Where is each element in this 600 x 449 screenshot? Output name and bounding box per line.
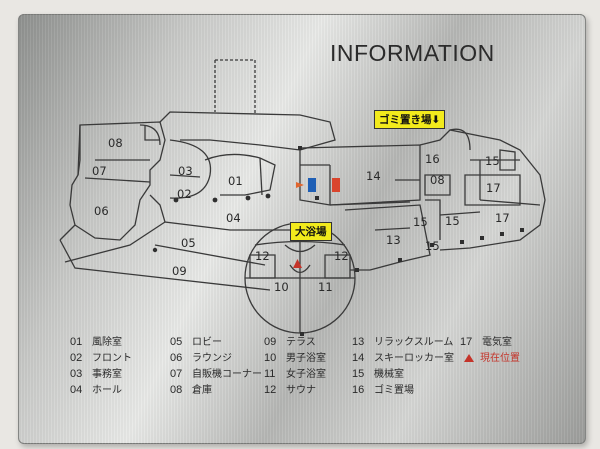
legend-name: 自販機コーナー <box>192 369 262 380</box>
male-restroom-icon <box>308 178 316 192</box>
room-label-07: 07 <box>92 164 107 178</box>
sign-title: INFORMATION <box>330 40 495 66</box>
legend-number: 07 <box>170 368 183 380</box>
legend-number: 05 <box>170 336 183 348</box>
legend-number: 13 <box>352 336 365 348</box>
legend-number: 12 <box>264 384 277 396</box>
room-label-08b: 08 <box>430 173 445 187</box>
legend-number: 17 <box>460 336 473 348</box>
legend-name: 現在位置 <box>480 353 520 364</box>
room-label-16: 16 <box>425 152 440 166</box>
room-label-06: 06 <box>94 204 109 218</box>
legend-item: 11 女子浴室 <box>264 365 326 380</box>
room-label-08a: 08 <box>108 136 123 150</box>
current-location-legend-icon <box>464 354 474 362</box>
legend-name: リラックスルーム <box>374 337 454 348</box>
legend-item: 15 機械室 <box>352 365 404 380</box>
trash-area-tag: ゴミ置き場⬇ <box>374 110 446 129</box>
room-label-10: 10 <box>274 280 289 294</box>
legend-number: 01 <box>70 336 83 348</box>
room-label-17b: 17 <box>495 211 510 225</box>
room-label-15d: 15 <box>425 239 440 253</box>
room-label-01: 01 <box>228 174 243 188</box>
legend-item: 05 ロビー <box>170 333 222 348</box>
large-bath-tag: 大浴場 <box>290 222 332 241</box>
legend-item: 09 テラス <box>264 333 316 348</box>
legend-item: 13 リラックスルーム <box>352 333 453 348</box>
room-label-12a: 12 <box>255 249 270 263</box>
current-location-marker <box>293 259 302 268</box>
legend-item: 01 風除室 <box>70 333 122 348</box>
legend-item: 02 フロント <box>70 349 132 364</box>
legend-name: 男子浴室 <box>286 353 326 364</box>
legend-number: 08 <box>170 384 183 396</box>
room-label-09: 09 <box>172 264 187 278</box>
room-label-04: 04 <box>226 211 241 225</box>
room-label-12b: 12 <box>334 249 349 263</box>
legend-number: 06 <box>170 352 183 364</box>
legend-name: 機械室 <box>374 369 404 380</box>
legend-name: ゴミ置場 <box>374 385 414 396</box>
room-label-05: 05 <box>181 236 196 250</box>
room-label-02: 02 <box>177 187 192 201</box>
legend-item: 06 ラウンジ <box>170 349 232 364</box>
legend-number: 09 <box>264 336 277 348</box>
legend-name: スキーロッカー室 <box>374 353 454 364</box>
room-label-03: 03 <box>178 164 193 178</box>
legend-item: 現在位置 <box>460 349 520 364</box>
legend-name: 女子浴室 <box>286 369 326 380</box>
room-label-13: 13 <box>386 233 401 247</box>
legend-name: 風除室 <box>92 337 122 348</box>
legend-name: フロント <box>92 353 132 364</box>
room-label-14: 14 <box>366 169 381 183</box>
room-label-11: 11 <box>318 280 333 294</box>
female-restroom-icon <box>332 178 340 192</box>
legend-item: 10 男子浴室 <box>264 349 326 364</box>
legend-number: 02 <box>70 352 83 364</box>
legend-name: テラス <box>286 337 316 348</box>
legend-number: 15 <box>352 368 365 380</box>
room-label-15a: 15 <box>485 154 500 168</box>
room-label-15b: 15 <box>445 214 460 228</box>
legend-name: 倉庫 <box>192 385 212 396</box>
legend-item: 03 事務室 <box>70 365 122 380</box>
legend-item: 04 ホール <box>70 381 122 396</box>
legend-number: 03 <box>70 368 83 380</box>
room-label-17a: 17 <box>486 181 501 195</box>
legend-item: 12 サウナ <box>264 381 316 396</box>
legend-number: 16 <box>352 384 365 396</box>
legend-item: 08 倉庫 <box>170 381 212 396</box>
legend-number: 11 <box>264 368 276 380</box>
legend-name: ロビー <box>192 337 222 348</box>
legend-name: サウナ <box>286 385 316 396</box>
legend-name: 事務室 <box>92 369 122 380</box>
legend-number: 14 <box>352 352 365 364</box>
legend-item: 16 ゴミ置場 <box>352 381 414 396</box>
legend-name: ホール <box>92 385 122 396</box>
legend-name: ラウンジ <box>192 353 232 364</box>
legend-name: 電気室 <box>482 337 512 348</box>
legend-number: 04 <box>70 384 83 396</box>
legend-number: 10 <box>264 352 277 364</box>
room-label-15c: 15 <box>413 215 428 229</box>
legend-item: 17 電気室 <box>460 333 512 348</box>
legend-item: 14 スキーロッカー室 <box>352 349 454 364</box>
legend-item: 07 自販機コーナー <box>170 365 262 380</box>
